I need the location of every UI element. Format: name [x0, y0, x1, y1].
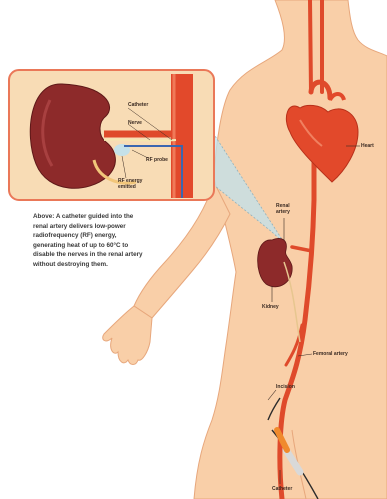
torso [194, 0, 387, 499]
inset-nerve [104, 139, 176, 140]
renal-artery-label: Renal artery [276, 203, 296, 215]
carotid-left [310, 0, 311, 92]
kidney-label: Kidney [262, 304, 279, 310]
inset-catheter-label: Catheter [128, 102, 148, 108]
inset-nerve-label: Nerve [128, 120, 142, 126]
upper-arm [134, 182, 230, 318]
femoral-artery-label: Femoral artery [313, 351, 348, 357]
catheter-label: Catheter [272, 486, 292, 492]
heart-label: Heart [361, 143, 374, 149]
inset-panel [9, 70, 214, 200]
incision-label: Incision [276, 384, 295, 390]
inset-rf-probe-label: RF probe [146, 157, 168, 163]
figure-caption: Above: A catheter guided into the renal … [33, 212, 145, 270]
hand [103, 306, 152, 365]
inset-rf-energy-label: RF energy emitted [118, 178, 144, 190]
